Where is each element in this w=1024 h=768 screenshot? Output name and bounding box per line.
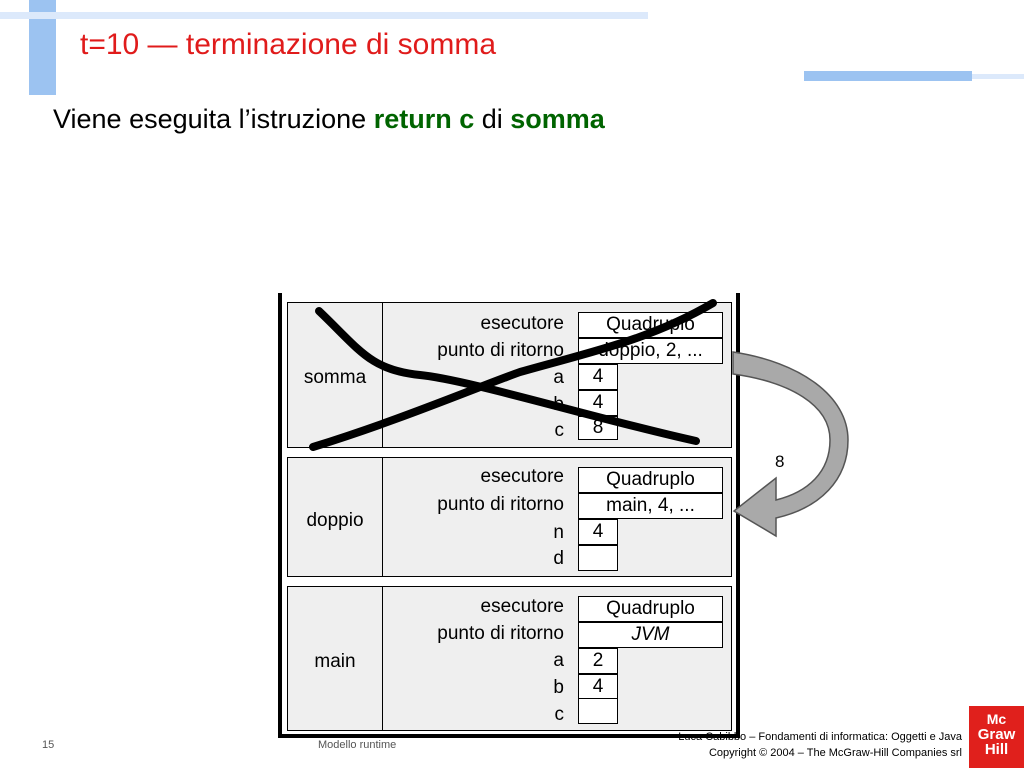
label-punto-di-ritorno: punto di ritorno [437, 623, 564, 644]
label-c: c [554, 704, 565, 725]
frame-name: doppio [306, 510, 364, 531]
logo-line-3: Hill [984, 741, 1009, 758]
cell-c [578, 698, 618, 724]
frame-name-column [288, 458, 383, 576]
cell-esecutore: Quadruplo [578, 312, 723, 338]
credit-line-1: Luca Cabibbo – Fondamenti di informatica… [678, 731, 962, 743]
page-number: 15 [42, 739, 55, 751]
label-b: b [553, 394, 564, 415]
label-punto-di-ritorno: punto di ritorno [437, 340, 564, 361]
cell-b: 4 [578, 390, 618, 416]
subtitle-keyword-somma: somma [510, 104, 605, 134]
label-esecutore: esecutore [480, 596, 564, 617]
section-name: Modello runtime [318, 739, 397, 751]
label-b: b [553, 677, 564, 698]
label-esecutore: esecutore [480, 313, 564, 334]
frame-somma: somma esecutore punto di ritorno a b c Q… [287, 302, 732, 448]
label-c: c [554, 420, 565, 441]
slide-subtitle: Viene eseguita l’istruzione return c di … [53, 104, 605, 135]
logo-line-2: Graw [977, 726, 1016, 743]
label-n: n [553, 522, 564, 543]
logo-line-1: Mc [986, 711, 1007, 727]
cell-n: 4 [578, 519, 618, 545]
right-accent-bar [804, 71, 972, 81]
frame-name: somma [303, 367, 367, 388]
label-esecutore: esecutore [480, 466, 564, 487]
cell-punto-di-ritorno: doppio, 2, ... [578, 338, 723, 364]
subtitle-mid: di [474, 104, 511, 134]
label-a: a [553, 367, 564, 388]
frame-doppio: doppio esecutore punto di ritorno n d Qu… [287, 457, 732, 577]
frame-name-column [288, 587, 383, 730]
return-arrow [732, 351, 849, 538]
cell-c: 8 [578, 416, 618, 440]
subtitle-keyword-return: return c [373, 104, 475, 134]
cell-a: 4 [578, 364, 618, 390]
cell-esecutore: Quadruplo [578, 467, 723, 493]
frame-main: main esecutore punto di ritorno a b c Qu… [287, 586, 732, 731]
cell-esecutore: Quadruplo [578, 596, 723, 622]
cell-b: 4 [578, 674, 618, 700]
subtitle-prefix: Viene eseguita l’istruzione [53, 104, 374, 134]
right-band [972, 74, 1024, 79]
label-punto-di-ritorno: punto di ritorno [437, 494, 564, 515]
credits: Luca Cabibbo – Fondamenti di informatica… [678, 729, 962, 761]
frame-name: main [314, 651, 356, 672]
cell-punto-di-ritorno: JVM [578, 622, 723, 648]
cell-punto-di-ritorno: main, 4, ... [578, 493, 723, 519]
slide-title: t=10 — terminazione di somma [80, 28, 497, 61]
cell-d [578, 545, 618, 571]
return-value-label: 8 [775, 452, 785, 471]
label-a: a [553, 650, 564, 671]
top-band [0, 12, 648, 19]
cell-a: 2 [578, 648, 618, 674]
mcgraw-hill-logo: Mc Graw Hill [969, 706, 1024, 768]
credit-line-2: Copyright © 2004 – The McGraw-Hill Compa… [708, 747, 962, 759]
label-d: d [553, 548, 564, 569]
